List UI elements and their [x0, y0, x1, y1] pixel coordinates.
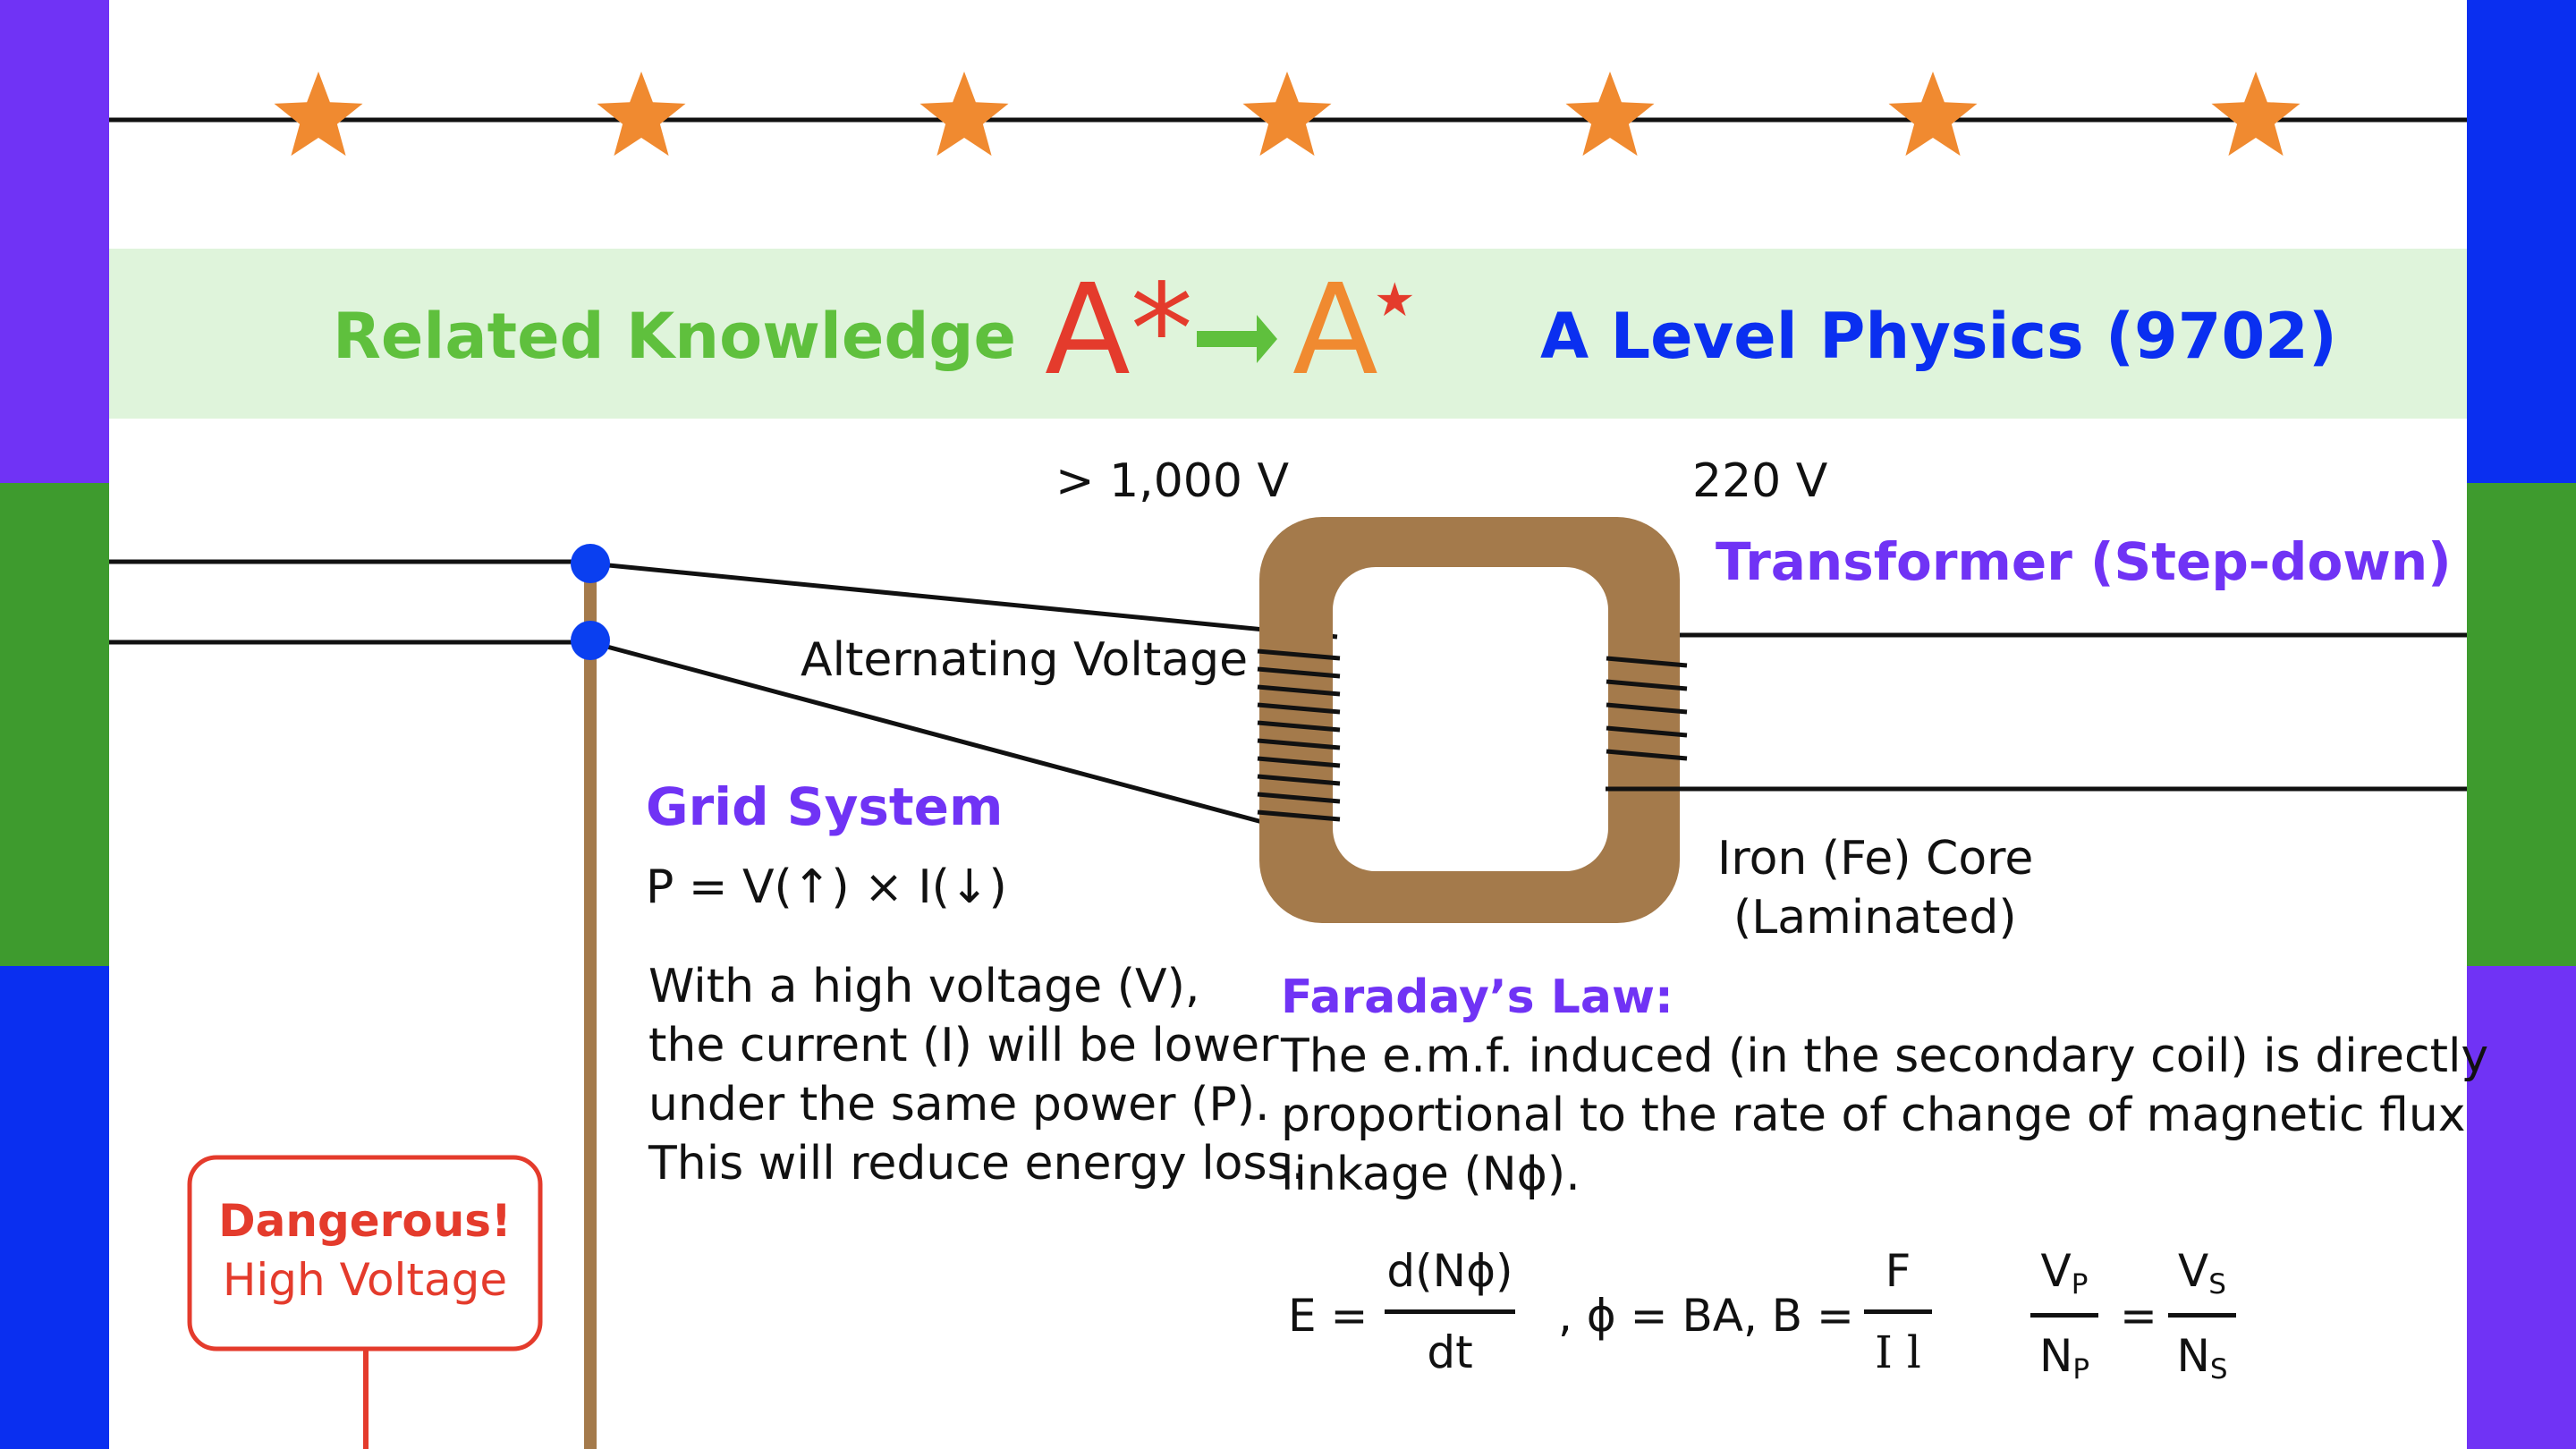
danger-title: Dangerous!: [218, 1195, 512, 1247]
coil-winding: [1606, 749, 1688, 761]
coil-winding: [1257, 648, 1341, 661]
star-row: [274, 72, 2301, 157]
coil-winding: [1606, 702, 1688, 715]
faraday-title: Faraday’s Law:: [1281, 970, 1674, 1024]
low-voltage-label: 220 V: [1692, 454, 1828, 508]
high-voltage-label: > 1,000 V: [1055, 454, 1290, 508]
coil-winding: [1606, 679, 1688, 691]
coil-winding: [1257, 809, 1341, 822]
star-icon: [2211, 72, 2301, 157]
formula-secondary-ratio: VS NS: [2168, 1245, 2236, 1385]
faraday-explanation: The e.m.f. induced (in the secondary coi…: [1281, 1030, 2489, 1201]
formula-e-equals: E =: [1288, 1290, 1368, 1342]
grid-power-formula: P = V(↑) × I(↓): [646, 860, 1007, 914]
primary-coil: [1257, 648, 1341, 822]
danger-subtitle: High Voltage: [222, 1254, 508, 1306]
wire-to-primary-lower: [589, 640, 1267, 826]
connection-node-lower: [571, 621, 610, 660]
coil-winding: [1257, 720, 1341, 733]
grid-system-title: Grid System: [646, 776, 1004, 837]
coil-winding: [1606, 725, 1688, 738]
coil-winding: [1257, 684, 1341, 697]
formula-ratio-equals: =: [2120, 1290, 2157, 1342]
coil-winding: [1257, 792, 1341, 804]
coil-winding: [1257, 702, 1341, 715]
header-course-title: A Level Physics (9702): [1540, 300, 2337, 373]
grid-explanation: With a high voltage (V), the current (I)…: [648, 960, 1307, 1191]
left-bar-middle: [0, 483, 109, 966]
coil-winding: [1257, 666, 1341, 679]
coil-winding: [1606, 656, 1688, 668]
iron-core-label: Iron (Fe) Core: [1717, 832, 2034, 886]
coil-winding: [1257, 756, 1341, 768]
danger-sign-post: [363, 1349, 369, 1449]
star-icon: [1888, 72, 1978, 157]
coil-winding: [1257, 738, 1341, 750]
secondary-coil: [1606, 656, 1688, 761]
star-icon: [1242, 72, 1332, 157]
header-band: [109, 249, 2467, 419]
transformer-title: Transformer (Step-down): [1716, 531, 2452, 592]
star-icon: [597, 72, 686, 157]
logo-a-star: A*: [1045, 258, 1193, 403]
right-bar-middle: [2467, 483, 2576, 966]
right-bar-top: [2467, 0, 2576, 483]
danger-sign: [187, 1155, 543, 1352]
formula-b-fraction: F I l: [1864, 1245, 1932, 1378]
logo-star-icon: ★: [1374, 274, 1416, 327]
wire-to-primary-upper: [589, 561, 1338, 640]
formula-flux-fraction: d(Nϕ) dt: [1385, 1245, 1515, 1378]
utility-pole: [584, 547, 597, 1449]
header-related-knowledge: Related Knowledge: [333, 300, 1017, 373]
connection-node-upper: [571, 544, 610, 583]
iron-core-sublabel: (Laminated): [1733, 891, 2017, 945]
star-icon: [919, 72, 1009, 157]
logo-arrow-icon: [1197, 315, 1277, 363]
alternating-voltage-label: Alternating Voltage: [801, 633, 1249, 687]
star-icon: [274, 72, 363, 157]
left-bar-bottom: [0, 966, 109, 1449]
iron-core: [1259, 517, 1680, 923]
right-bar-bottom: [2467, 966, 2576, 1449]
formula-primary-ratio: VP NP: [2030, 1245, 2098, 1385]
formula-phi-b: , ϕ = BA, B =: [1558, 1290, 1854, 1342]
star-icon: [1565, 72, 1655, 157]
logo-a: A: [1292, 258, 1378, 403]
left-bar-top: [0, 0, 109, 483]
coil-winding: [1257, 774, 1341, 786]
